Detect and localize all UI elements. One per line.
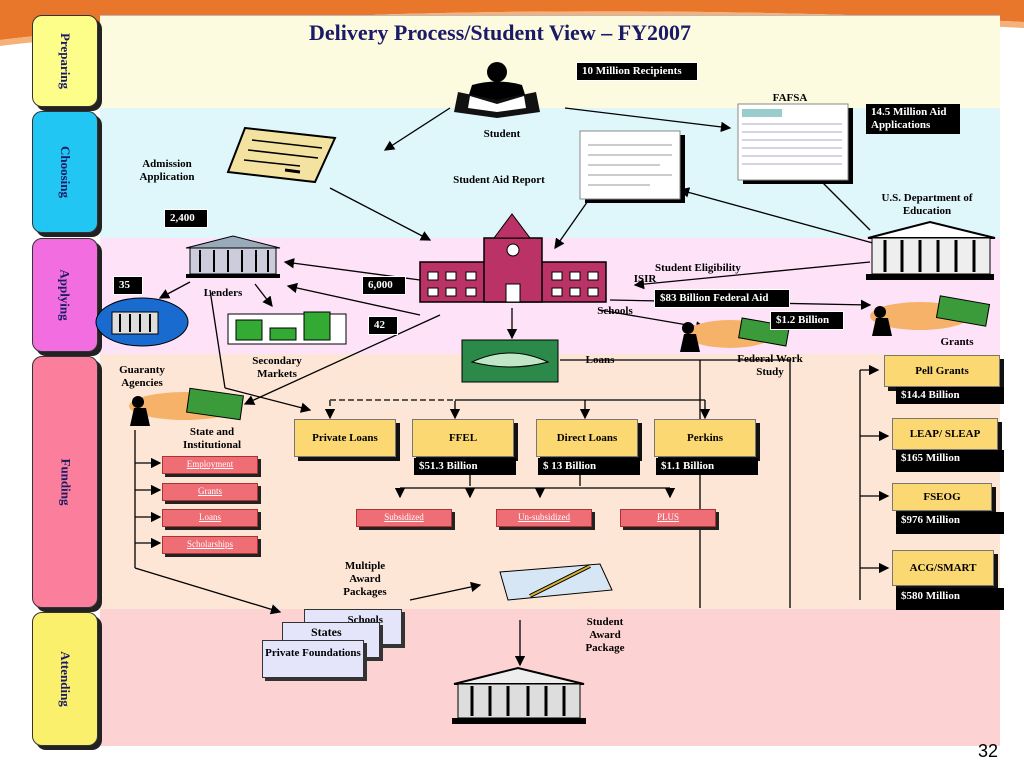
grants-label: Grants <box>940 336 974 348</box>
lenders-label: Lenders <box>203 287 243 299</box>
institution-building-icon <box>452 666 586 724</box>
state-aid-employment: Employment <box>162 456 258 474</box>
student-eligibility-label: Student Eligibility <box>655 262 741 274</box>
band-preparing <box>100 15 1000 108</box>
guaranty-agencies-label: Guaranty Agencies <box>119 364 165 389</box>
acg-amount: $580 Million <box>896 588 1004 610</box>
tab-funding: Funding <box>32 356 98 608</box>
tab-attending: Attending <box>32 612 98 746</box>
grants-money-icon <box>870 295 991 336</box>
grant-box-acg: ACG/SMART <box>892 550 994 586</box>
secondary-count-badge: 42 <box>368 316 398 335</box>
pell-amount: $14.4 Billion <box>896 387 1004 404</box>
work-study-amount-badge: $1.2 Billion <box>770 311 844 330</box>
secondary-markets-label: Secondary Markets <box>252 355 302 380</box>
federal-aid-badge: $83 Billion Federal Aid <box>654 289 790 308</box>
student-aid-report-label: Student Aid Report <box>453 174 545 186</box>
department-building-icon <box>866 220 996 280</box>
fafsa-label: FAFSA <box>772 92 808 104</box>
direct-amount: $ 13 Billion <box>538 458 640 475</box>
isir-label: ISIR <box>633 273 657 285</box>
award-package-icon <box>499 563 613 601</box>
handshake-icon <box>461 339 559 383</box>
state-aid-loans: Loans <box>162 509 258 527</box>
admission-application-label: Admission Application <box>139 158 195 183</box>
perkins-amount: $1.1 Billion <box>656 458 758 475</box>
federal-work-study-label: Federal Work Study <box>737 353 803 378</box>
page-number: 32 <box>977 741 998 761</box>
student-aid-report-doc <box>579 130 685 203</box>
grant-box-fseog: FSEOG <box>892 483 992 511</box>
state-aid-scholarships: Scholarships <box>162 536 258 554</box>
fafsa-doc <box>737 103 853 184</box>
guaranty-count-badge: 35 <box>113 276 143 295</box>
loan-subtype-subsidized: Subsidized <box>356 509 452 527</box>
schools-label: Schools <box>597 305 633 317</box>
multiple-award-packages-label: Multiple Award Packages <box>343 560 387 598</box>
grant-box-leap: LEAP/ SLEAP <box>892 418 998 450</box>
lenders-bank-icon <box>185 235 281 278</box>
tab-preparing: Preparing <box>32 15 98 107</box>
state-money-icon <box>129 387 244 426</box>
loan-box-perkins: Perkins <box>654 419 756 457</box>
grant-box-pell: Pell Grants <box>884 355 1000 387</box>
us-department-label: U.S. Department of Education <box>881 192 973 217</box>
aid-applications-badge: 14.5 Million Aid Applications <box>866 104 960 134</box>
student-award-package-label: Student Award Package <box>585 616 625 654</box>
school-building-icon <box>419 213 607 303</box>
leap-amount: $165 Million <box>896 450 1004 472</box>
schools-count-badge: 6,000 <box>362 276 406 295</box>
guaranty-computer-icon <box>95 297 189 347</box>
tab-applying: Applying <box>32 238 98 352</box>
page-title: Delivery Process/Student View – FY2007 <box>308 20 692 45</box>
ffel-amount: $51.3 Billion <box>414 458 516 475</box>
tab-choosing: Choosing <box>32 111 98 233</box>
loan-box-private: Private Loans <box>294 419 396 457</box>
lenders-count-badge: 2,400 <box>164 209 208 228</box>
money-stacks-icon <box>227 311 347 345</box>
admission-scroll-icon <box>226 126 337 184</box>
award-source-foundations: Private Foundations <box>262 640 364 678</box>
state-institutional-label: State and Institutional <box>182 426 242 451</box>
loans-label: Loans <box>585 354 615 366</box>
student-icon <box>454 62 540 118</box>
loan-subtype-unsubsidized: Un-subsidized <box>496 509 592 527</box>
recipients-badge: 10 Million Recipients <box>576 62 698 81</box>
loan-box-direct: Direct Loans <box>536 419 638 457</box>
loan-subtype-plus: PLUS <box>620 509 716 527</box>
fseog-amount: $976 Million <box>896 512 1004 534</box>
student-label: Student <box>483 128 521 140</box>
loan-box-ffel: FFEL <box>412 419 514 457</box>
state-aid-grants: Grants <box>162 483 258 501</box>
